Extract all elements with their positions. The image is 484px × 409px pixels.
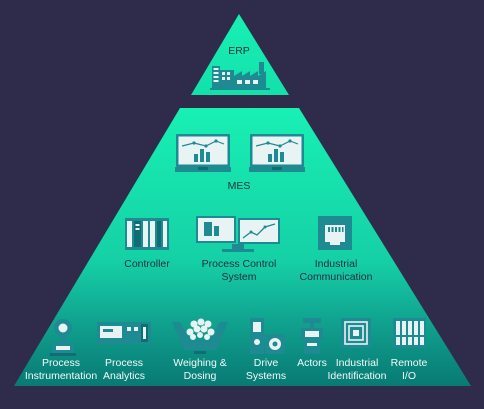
actors-label-line: Actors [297,357,327,369]
process-analytics-label-line-1: Process [105,357,143,369]
drive-systems-label-line-2: Systems [245,369,287,382]
erp-title: ERP [228,45,250,57]
process-analytics-label: Process Analytics [94,357,154,382]
drive-icon [250,318,285,354]
process-instrumentation-label-line-1: Process [42,357,80,369]
controller-icon [125,218,169,250]
instrument-icon [50,319,76,356]
process-control-system-label-line-1: Process Control [201,258,277,270]
network-port-icon [318,216,352,250]
mes-label: MES [199,180,279,193]
actors-label: Actors [292,357,332,370]
factory-icon [210,62,270,90]
controller-label-line: Controller [124,258,170,270]
industrial-identification-label-line-2: Identification [327,369,387,382]
actuator-icon [301,318,323,354]
industrial-identification-label: Industrial Identification [324,357,390,382]
controller-label: Controller [107,258,187,271]
process-control-system-label-line-2: System [221,270,257,283]
industrial-identification-label-line-1: Industrial [335,357,379,369]
remote-io-label-line-2: I/O [401,369,416,382]
analyzer-icon [97,322,151,344]
weighing-dosing-label-line-2: Dosing [183,369,217,382]
erp-label: ERP [199,45,279,58]
process-control-system-label: Process Control System [189,258,289,283]
process-instrumentation-label: Process Instrumentation [21,357,101,382]
industrial-communication-label-line-2: Communication [299,270,373,283]
industrial-communication-label-line-1: Industrial [314,258,358,270]
process-instrumentation-label-line-2: Instrumentation [24,369,98,382]
drive-systems-label-line-1: Drive [253,357,279,369]
industrial-communication-label: Industrial Communication [286,258,386,283]
process-analytics-label-line-2: Analytics [102,369,145,382]
weighing-hopper-icon [172,318,228,354]
weighing-dosing-label-line-1: Weighing & [173,357,227,369]
remote-io-icon [393,318,426,348]
weighing-dosing-label: Weighing & Dosing [170,357,230,382]
mes-title: MES [227,180,251,192]
workstation-icon [196,216,280,252]
remote-io-label: Remote I/O [389,357,429,382]
dashboard-monitor-icon [175,134,305,172]
remote-io-label-line-1: Remote [390,357,428,369]
rfid-tag-icon [341,318,371,348]
drive-systems-label: Drive Systems [241,357,291,382]
